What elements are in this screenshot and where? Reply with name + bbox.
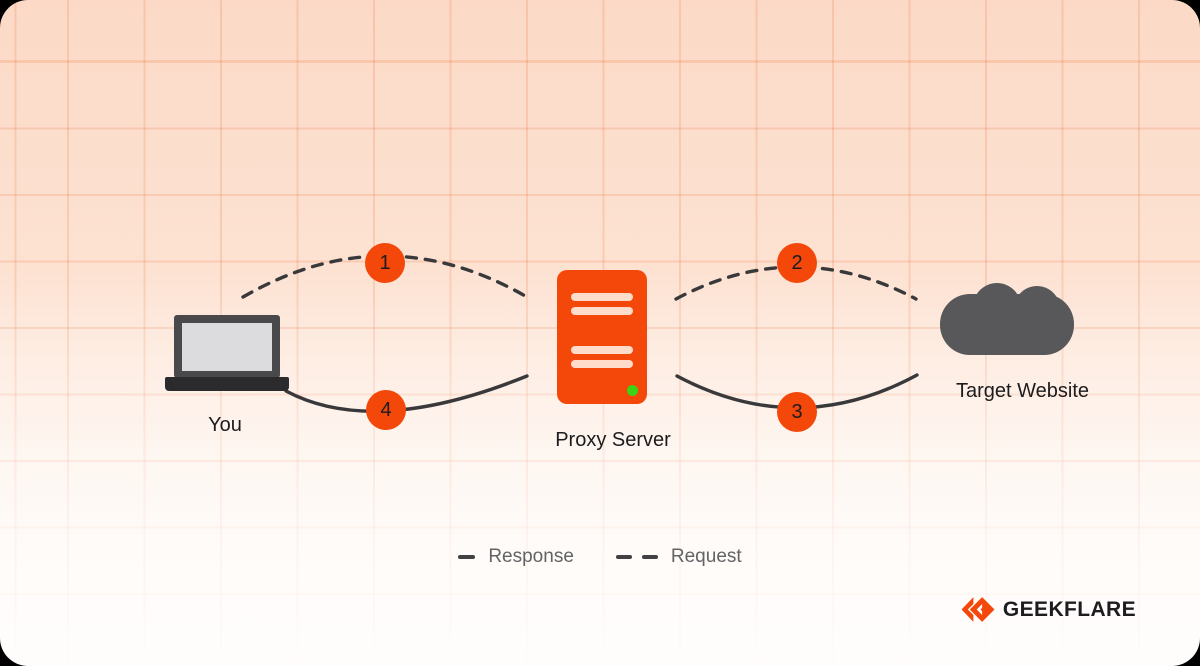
server-stripe <box>571 307 633 315</box>
node-label-proxy-server: Proxy Server <box>555 429 671 451</box>
node-label-target-website: Target Website <box>955 380 1090 402</box>
laptop-display <box>182 323 272 371</box>
solid-line-sample-icon <box>458 555 476 559</box>
step-number: 1 <box>379 251 391 274</box>
laptop-icon <box>165 315 289 391</box>
step-number: 4 <box>380 398 392 421</box>
legend-request-label: Request <box>670 546 742 567</box>
laptop-screen <box>174 315 280 378</box>
geekflare-icon <box>961 597 995 622</box>
legend: Response Request <box>0 546 1200 568</box>
server-stripe <box>571 346 633 354</box>
server-stripe <box>571 360 633 368</box>
node-label-you: You <box>208 414 242 436</box>
arc-response-proxy-to-you <box>284 374 529 413</box>
laptop-base <box>165 377 289 391</box>
step-number: 3 <box>791 400 803 423</box>
legend-response-label: Response <box>488 546 574 567</box>
step-badge-1: 1 <box>365 243 405 283</box>
proxy-server-icon <box>557 270 647 404</box>
geekflare-logo: GEEKFLARE <box>960 595 1136 624</box>
step-number: 2 <box>791 251 803 274</box>
dashed-line-sample-icon <box>615 555 658 559</box>
step-badge-2: 2 <box>777 243 817 283</box>
cloud-icon <box>940 283 1074 355</box>
status-led-icon <box>627 385 638 396</box>
server-stripe <box>571 293 633 301</box>
step-badge-3: 3 <box>777 392 817 432</box>
geekflare-wordmark: GEEKFLARE <box>1002 597 1136 621</box>
step-badge-4: 4 <box>366 390 406 430</box>
